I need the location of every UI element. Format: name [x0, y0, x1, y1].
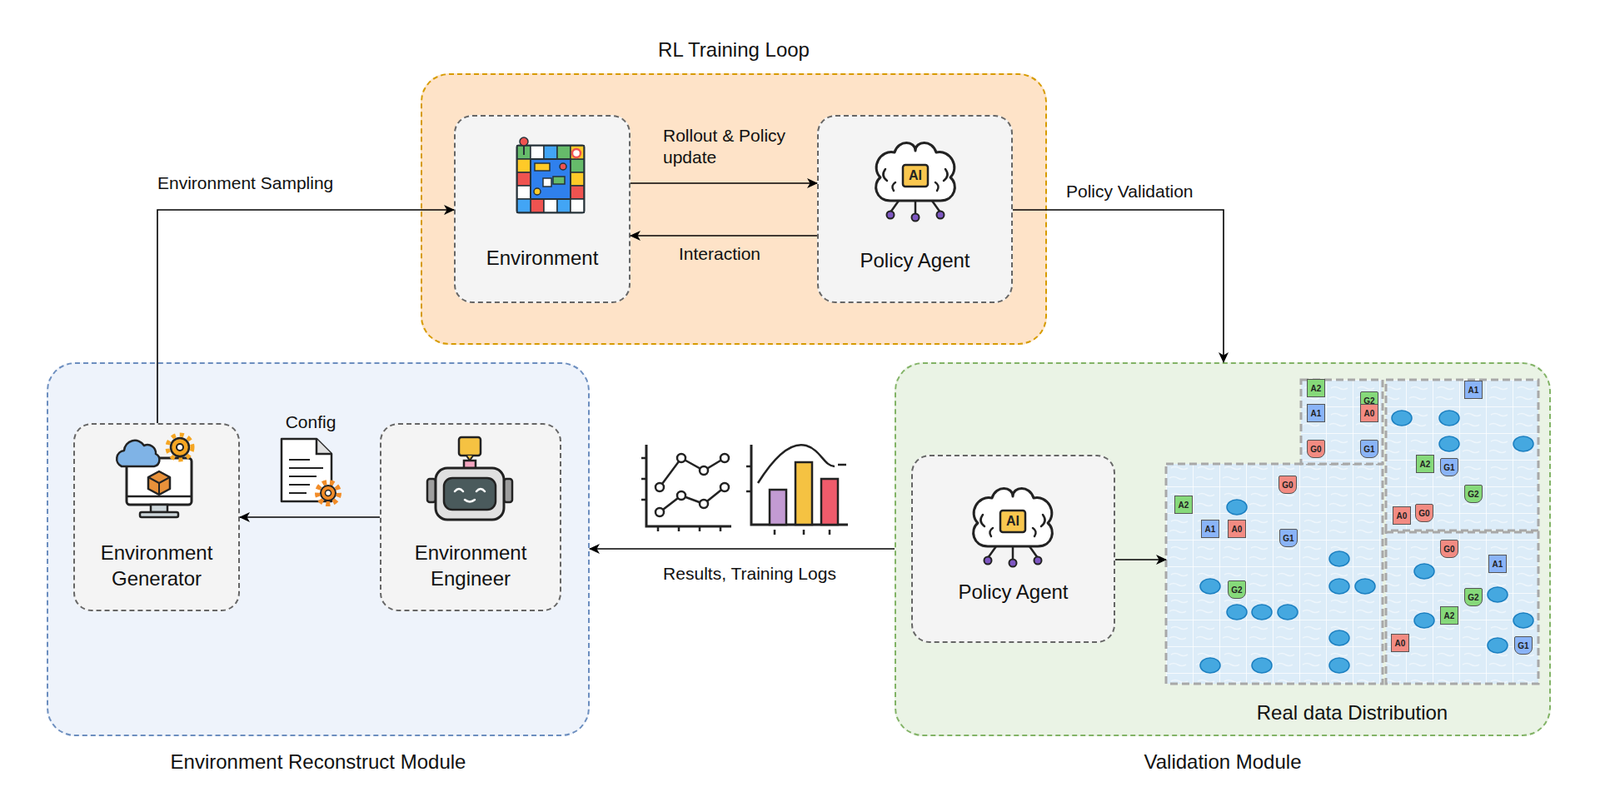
module-heading: Real data Distribution — [1066, 701, 1600, 725]
loop-region: RL Training LoopEnvironmentPolicy Agent — [420, 73, 1047, 345]
ai-brain-icon — [876, 143, 956, 222]
water-tile — [1329, 578, 1350, 594]
robot-icon — [427, 437, 513, 520]
grid-marker: G2 — [1464, 588, 1483, 607]
water-tile — [1487, 587, 1508, 603]
grid-marker: A1 — [1488, 554, 1507, 574]
grid-marker: G0 — [1278, 475, 1297, 494]
arrow-connector — [589, 548, 895, 550]
water-tile — [1513, 613, 1534, 629]
water-tile — [1329, 630, 1350, 646]
water-tile — [1277, 604, 1298, 620]
arrow-connector — [239, 516, 380, 519]
water-tile — [1226, 604, 1247, 620]
box-label: Policy Agent — [951, 578, 1075, 605]
chip-text: AI — [898, 167, 933, 185]
grid-marker: G1 — [1514, 636, 1533, 655]
module-heading: Environment Reconstruct Module — [0, 750, 688, 774]
grid-marker: G0 — [1440, 539, 1459, 559]
water-tile — [1200, 578, 1221, 594]
grid-marker: A0 — [1360, 403, 1379, 423]
arrow-connector — [1115, 558, 1167, 561]
grid-marker: G1 — [1440, 458, 1459, 477]
grid-marker: G2 — [1464, 484, 1483, 504]
edge-label: Rollout & Policy update — [662, 124, 788, 170]
grid-marker: A1 — [1464, 380, 1483, 399]
grid-marker: A0 — [1390, 633, 1410, 653]
grid-marker: G1 — [1279, 528, 1298, 548]
water-tile — [1200, 657, 1221, 673]
grid-marker: G0 — [1415, 503, 1434, 523]
box-label: Environment Generator — [74, 539, 239, 592]
edge-label: Config — [269, 411, 353, 434]
grid-map — [1166, 379, 1539, 684]
water-tile — [1414, 563, 1435, 579]
water-tile — [1439, 410, 1460, 426]
grid-marker: A2 — [1440, 606, 1459, 625]
grid-marker: G0 — [1306, 439, 1326, 459]
water-tile — [1513, 436, 1534, 452]
water-tile — [1329, 551, 1350, 567]
arrow-connector — [630, 234, 818, 237]
grid-marker: G1 — [1360, 439, 1379, 459]
grid-marker: A2 — [1174, 495, 1193, 514]
water-tile — [1439, 436, 1460, 452]
grid-marker: A2 — [1306, 378, 1326, 398]
arrow-connector — [1012, 209, 1224, 363]
arrow-connector — [630, 182, 818, 185]
ai-brain-icon — [973, 488, 1053, 568]
water-tile — [1487, 638, 1508, 653]
box-label: Environment Engineer — [381, 539, 560, 592]
arrow-connector — [157, 209, 454, 424]
board-game-icon — [517, 137, 584, 213]
grid-marker: A0 — [1392, 506, 1411, 525]
module-heading: Validation Module — [796, 750, 1600, 774]
grid-marker: G2 — [1227, 580, 1247, 599]
edge-label: Results, Training Logs — [649, 563, 850, 585]
edge-label: Interaction — [669, 243, 770, 265]
generator-icon — [116, 434, 193, 518]
grid-marker: A0 — [1227, 519, 1247, 539]
water-tile — [1329, 657, 1350, 673]
water-tile — [1226, 499, 1247, 515]
chart-icons — [641, 444, 848, 535]
edge-label: Policy Validation — [1066, 180, 1233, 203]
box-label: Policy Agent — [852, 247, 977, 274]
chip-text: AI — [996, 513, 1030, 530]
grid-marker: A1 — [1306, 403, 1326, 423]
box-label: Environment — [479, 244, 606, 271]
grid-marker: A1 — [1201, 519, 1220, 539]
config-document-icon — [281, 438, 339, 504]
water-tile — [1391, 410, 1412, 426]
water-tile — [1251, 604, 1272, 620]
edge-label: Environment Sampling — [157, 172, 374, 195]
water-tile — [1355, 578, 1376, 594]
water-tile — [1251, 657, 1272, 673]
grid-marker: A2 — [1415, 454, 1435, 474]
water-tile — [1414, 613, 1435, 629]
module-heading: RL Training Loop — [322, 38, 1146, 62]
